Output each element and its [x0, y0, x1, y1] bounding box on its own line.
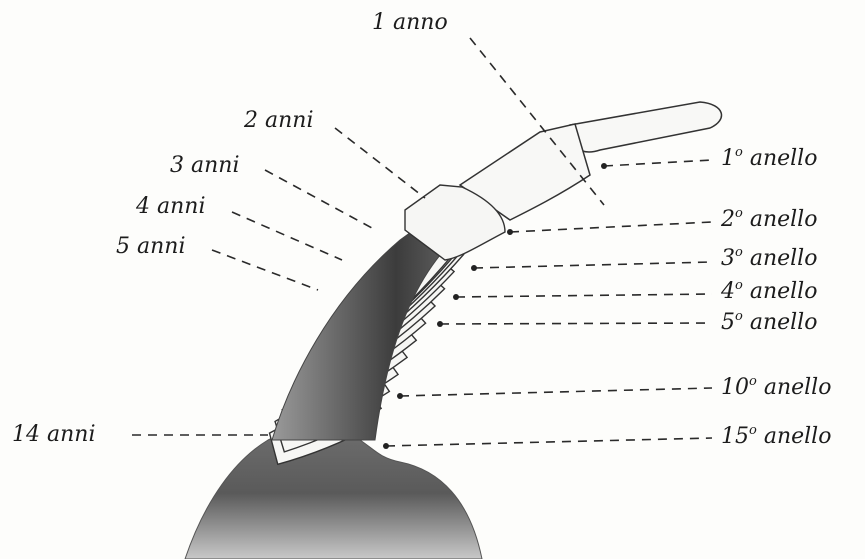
leader-ring-1	[604, 160, 712, 166]
ring-marker-dot	[601, 163, 607, 169]
leader-age-4	[232, 212, 342, 260]
label-age-14: 14 anni	[12, 424, 95, 446]
label-age-5: 5 anni	[116, 236, 185, 258]
ring-marker-dot	[471, 265, 477, 271]
leader-ring-2	[510, 222, 712, 232]
ring-marker-dot	[453, 294, 459, 300]
label-age-2: 2 anni	[244, 110, 313, 132]
label-age-1: 1 anno	[372, 12, 448, 34]
leader-age-2	[335, 128, 425, 198]
leader-ring-5	[440, 323, 712, 324]
label-ring-5: 5o anello	[721, 312, 817, 334]
ring-marker-dot	[383, 443, 389, 449]
label-age-4: 4 anni	[136, 196, 205, 218]
leader-age-5	[212, 250, 318, 290]
ring-marker-dot	[397, 393, 403, 399]
label-ring-15: 15o anello	[721, 426, 831, 448]
label-ring-1: 1o anello	[721, 148, 817, 170]
leader-ring-15	[386, 438, 712, 446]
label-ring-4: 4o anello	[721, 281, 817, 303]
horn-base	[185, 428, 482, 559]
leader-age-3	[265, 170, 372, 228]
label-ring-10: 10o anello	[721, 377, 831, 399]
ring-marker-dot	[507, 229, 513, 235]
horn-tip-year-1	[570, 102, 721, 152]
leader-ring-10	[400, 388, 712, 396]
label-ring-2: 2o anello	[721, 209, 817, 231]
leader-ring-3	[474, 262, 712, 268]
label-age-3: 3 anni	[170, 155, 239, 177]
ring-marker-dot	[437, 321, 443, 327]
leader-ring-4	[456, 294, 712, 297]
label-ring-3: 3o anello	[721, 248, 817, 270]
